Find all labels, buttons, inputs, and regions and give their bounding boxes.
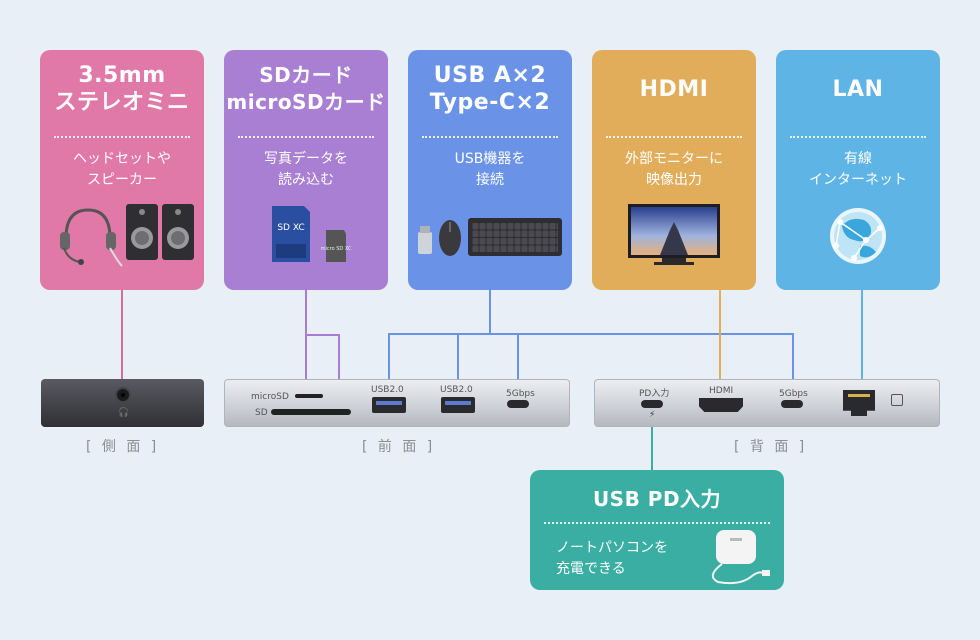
usb-c-port-back [781, 400, 803, 408]
usb-pd-card-desc-line-2: 充電できる [556, 561, 626, 577]
hdmi-port [699, 398, 743, 412]
usb-line-drop-2 [457, 333, 459, 380]
front-view-label: [ 前 面 ] [362, 439, 436, 455]
network-icon [891, 394, 903, 406]
usb-card-divider [422, 136, 558, 138]
usb-line-drop-3 [517, 333, 519, 380]
microsd-card-label: micro SD XC [321, 246, 352, 252]
sd-line-vertical [305, 290, 307, 334]
sd-card-icon: SD XC [272, 206, 310, 262]
usb-devices-illustration [418, 218, 562, 256]
usb-pd-card-desc-line-1: ノートパソコンを [556, 540, 668, 556]
usb-a-port-1-label: USB2.0 [371, 385, 404, 395]
audio-jack [115, 387, 131, 403]
device-front-view: microSD SD USB2.0 USB2.0 5Gbps [224, 379, 570, 427]
usb-pd-card-divider [544, 522, 770, 524]
sd-slot [271, 409, 351, 415]
hdmi-line [719, 290, 721, 386]
side-view-label: [ 側 面 ] [86, 439, 160, 455]
pd-input-port [641, 400, 663, 408]
lan-card-title: LAN [832, 77, 884, 102]
lan-port [843, 390, 875, 416]
audio-card: 3.5mm ステレオミニ ヘッドセットや スピーカー [40, 50, 204, 290]
monitor-icon [628, 204, 720, 265]
audio-line [121, 290, 123, 390]
sd-card-desc-line-1: 写真データを [264, 151, 348, 167]
sd-card-title-line-2: microSDカード [226, 90, 386, 114]
globe-network-icon [830, 208, 886, 264]
sd-card-card: SDカード microSDカード 写真データを 読み込む SD XC micro… [224, 50, 388, 290]
usb-line-horizontal [388, 333, 793, 335]
hdmi-card-desc-line-1: 外部モニターに [625, 151, 723, 167]
device-back-view: PD入力 ⚡ HDMI 5Gbps [594, 379, 940, 427]
usb-stick-icon [418, 226, 432, 254]
power-adapter-icon [711, 530, 770, 585]
usb-card-desc-line-2: 接続 [476, 172, 504, 188]
audio-card-divider [54, 136, 190, 138]
audio-card-title-line-1: 3.5mm [78, 63, 166, 88]
lightning-icon: ⚡ [649, 410, 656, 420]
microsd-card-icon: micro SD XC [321, 230, 352, 262]
speaker-right-icon [162, 204, 194, 260]
usb-card: USB A×2 Type-C×2 USB機器を 接続 [408, 50, 572, 290]
lan-card-desc-line-1: 有線 [844, 151, 872, 167]
usb-a-port-2 [441, 397, 475, 413]
usb-pd-card-title: USB PD入力 [592, 487, 722, 511]
lan-card-desc-line-2: インターネット [809, 172, 907, 188]
pd-input-port-label: PD入力 [639, 389, 670, 399]
usb-line-vertical [489, 290, 491, 334]
headset-icon [60, 208, 123, 267]
headphone-icon: 🎧 [118, 408, 130, 418]
sd-card-title-line-1: SDカード [259, 63, 353, 87]
usb-card-title-line-1: USB A×2 [433, 63, 547, 88]
hdmi-card: HDMI 外部モニターに 映像出力 [592, 50, 756, 290]
microsd-slot [295, 394, 323, 398]
audio-card-title-line-2: ステレオミニ [54, 90, 190, 115]
lan-line [861, 290, 863, 390]
usb-pd-card: USB PD入力 ノートパソコンを 充電できる [530, 470, 784, 590]
usb-c-port-back-label: 5Gbps [779, 389, 808, 399]
memory-cards-illustration: SD XC micro SD XC [272, 206, 352, 262]
hdmi-card-title: HDMI [639, 77, 709, 102]
sd-line-horizontal [305, 334, 340, 336]
pd-line [651, 426, 653, 470]
device-side-view: 🎧 [41, 379, 204, 427]
audio-card-desc-line-2: スピーカー [87, 172, 157, 188]
usb-c-port-front [507, 400, 529, 408]
audio-card-desc-line-1: ヘッドセットや [73, 151, 171, 167]
lan-card: LAN 有線 インターネット [776, 50, 940, 290]
speaker-left-icon [126, 204, 158, 260]
hdmi-card-divider [606, 136, 742, 138]
usb-line-drop-1 [388, 333, 390, 380]
usb-card-title-line-2: Type-C×2 [429, 90, 551, 115]
headset-speakers-illustration [60, 204, 194, 267]
usb-a-port-2-label: USB2.0 [440, 385, 473, 395]
hdmi-port-label: HDMI [709, 386, 734, 396]
usb-a-port-1 [372, 397, 406, 413]
lan-card-divider [790, 136, 926, 138]
sd-card-label: SD XC [277, 223, 304, 233]
sd-line-drop-1 [305, 334, 307, 396]
microsd-slot-label: microSD [251, 392, 289, 402]
usb-card-desc-line-1: USB機器を [454, 151, 526, 167]
sd-card-divider [238, 136, 374, 138]
mouse-icon [439, 220, 461, 256]
sd-line-drop-2 [338, 334, 340, 406]
usb-c-port-front-label: 5Gbps [506, 389, 535, 399]
usb-line-drop-4 [792, 333, 794, 380]
sd-slot-label: SD [255, 408, 268, 418]
back-view-label: [ 背 面 ] [734, 439, 808, 455]
hdmi-card-desc-line-2: 映像出力 [646, 172, 702, 188]
keyboard-icon [468, 218, 562, 256]
sd-card-desc-line-2: 読み込む [278, 172, 334, 188]
